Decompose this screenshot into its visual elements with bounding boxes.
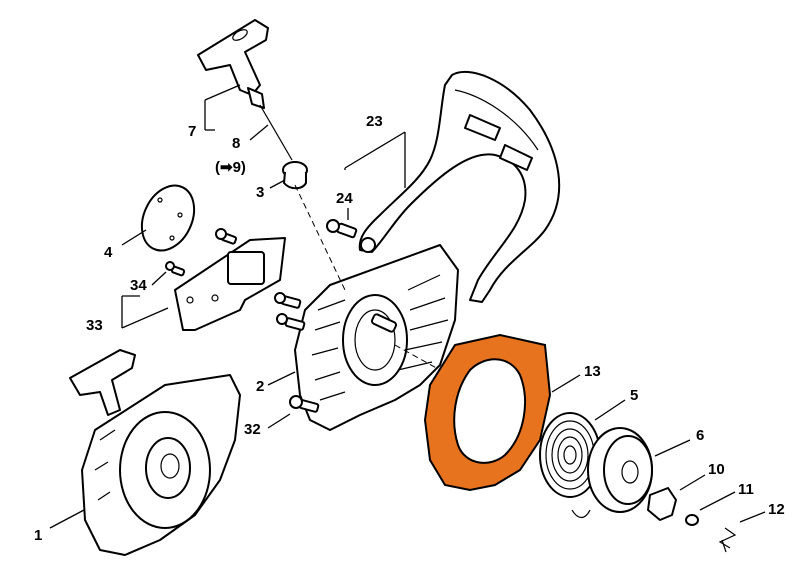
- callout-34: 34: [130, 277, 147, 294]
- pawl-part[interactable]: [647, 487, 677, 521]
- callout-10: 10: [708, 461, 725, 478]
- callout-32: 32: [244, 421, 261, 438]
- callout-9-reference: (➡9): [215, 159, 246, 176]
- callout-1: 1: [34, 527, 42, 544]
- bracket-part[interactable]: [174, 237, 286, 331]
- rewind-spring-part[interactable]: [539, 412, 601, 498]
- callout-4: 4: [104, 244, 113, 261]
- screw-24-part[interactable]: [326, 219, 358, 239]
- housing-screws[interactable]: [165, 228, 320, 413]
- leader-lines: [49, 84, 766, 529]
- callout-24: 24: [336, 190, 353, 207]
- callout-12: 12: [768, 501, 785, 518]
- hand-guard-part[interactable]: [358, 70, 561, 303]
- callout-5: 5: [630, 387, 638, 404]
- spring-clip-part[interactable]: [718, 527, 737, 553]
- callout-3: 3: [256, 184, 264, 201]
- callout-11: 11: [738, 481, 754, 498]
- callout-23: 23: [366, 113, 383, 130]
- cover-plate-part[interactable]: [132, 177, 204, 259]
- rope-rotor-part[interactable]: [571, 427, 653, 519]
- callout-13: 13: [584, 363, 601, 380]
- rope-guide-part[interactable]: [282, 161, 308, 190]
- starter-grip-part[interactable]: [197, 19, 269, 109]
- spring-housing-part-13[interactable]: [423, 333, 552, 492]
- assembly-axis-line: [394, 344, 441, 371]
- callout-8: 8: [232, 135, 240, 152]
- callout-7: 7: [188, 123, 196, 140]
- fan-housing-part[interactable]: [294, 244, 459, 431]
- fan-cover-assembly-part[interactable]: [69, 349, 241, 556]
- callout-2: 2: [256, 378, 264, 395]
- callout-33: 33: [86, 317, 103, 334]
- washer-part[interactable]: [685, 514, 699, 526]
- starter-rope: [259, 104, 293, 161]
- callout-6: 6: [696, 427, 704, 444]
